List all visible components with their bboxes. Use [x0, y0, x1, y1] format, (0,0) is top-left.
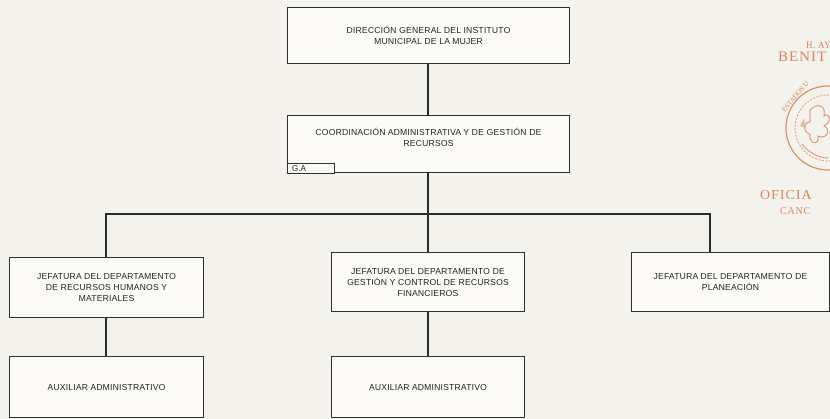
org-box-label: AUXILIAR ADMINISTRATIVO — [368, 381, 488, 392]
org-box-label: JEFATURA DEL DEPARTAMENTO DE GESTIÓN Y C… — [347, 265, 509, 298]
seal-text-oficialia: OFICIA — [760, 188, 813, 203]
org-box-label: COORDINACIÓN ADMINISTRATIVA Y DE GESTIÓN… — [315, 127, 542, 148]
org-box-auxiliar-administrativo-1: AUXILIAR ADMINISTRATIVO — [9, 356, 204, 418]
connector-horizontal-bus — [105, 213, 711, 215]
org-box-label: JEFATURA DEL DEPARTAMENTO DE PLANEACIÓN — [653, 271, 808, 292]
org-box-recursos-financieros: JEFATURA DEL DEPARTAMENTO DE GESTIÓN Y C… — [331, 252, 525, 312]
org-box-label: AUXILIAR ADMINISTRATIVO — [47, 381, 166, 392]
org-box-planeacion: JEFATURA DEL DEPARTAMENTO DE PLANEACIÓN — [631, 252, 830, 312]
connector-coordination-bus — [427, 172, 429, 214]
connector-dept1-assistant — [105, 317, 107, 357]
seal-text-cancun: CANC — [780, 206, 811, 217]
connector-dept-3 — [709, 213, 711, 253]
seal-emblem-icon: ESTADOS U — [780, 79, 830, 171]
connector-dept-2 — [427, 213, 429, 253]
org-box-tag: G.A — [287, 163, 335, 174]
seal-ring-text: ESTADOS U — [780, 79, 810, 113]
connector-dept2-assistant — [427, 311, 429, 357]
connector-root-coordination — [427, 63, 429, 115]
org-box-label: JEFATURA DEL DEPARTAMENTO DE RECURSOS HU… — [36, 271, 177, 303]
official-seal-stamp: H. AYU BENIT ESTADOS U OFICIA CANC — [760, 28, 830, 228]
org-box-direccion-general: DIRECCIÓN GENERAL DEL INSTITUTO MUNICIPA… — [287, 7, 570, 64]
org-box-recursos-humanos: JEFATURA DEL DEPARTAMENTO DE RECURSOS HU… — [9, 257, 204, 318]
seal-text-ayuntamiento: H. AYU — [806, 40, 830, 50]
connector-dept-1 — [105, 213, 107, 258]
org-box-label: DIRECCIÓN GENERAL DEL INSTITUTO MUNICIPA… — [346, 24, 511, 46]
org-box-auxiliar-administrativo-2: AUXILIAR ADMINISTRATIVO — [331, 356, 525, 418]
seal-text-municipio: BENIT — [778, 49, 828, 65]
